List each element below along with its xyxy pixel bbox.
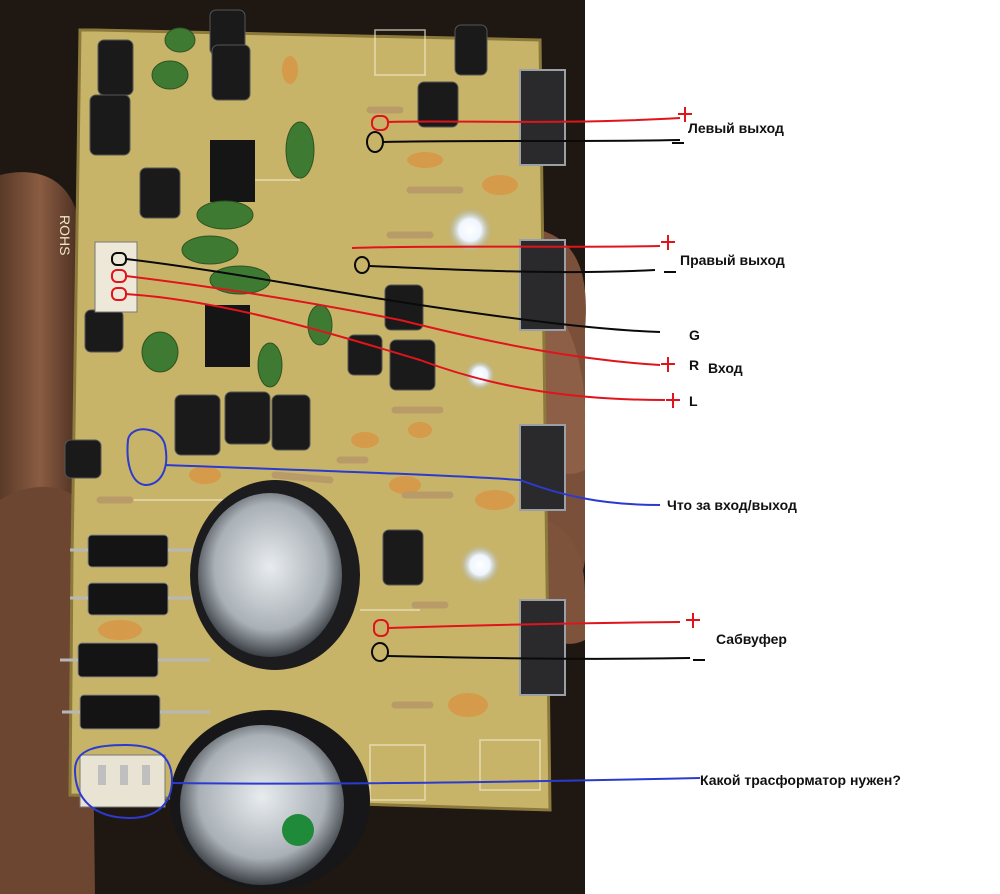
ic-chips xyxy=(205,140,255,367)
plus-glyphs xyxy=(661,107,700,628)
ceramic-capacitors xyxy=(98,56,518,717)
power-connector xyxy=(79,754,166,808)
light-glare xyxy=(448,208,500,585)
transformer-question-label: Какой трасформатор нужен? xyxy=(700,772,901,788)
filter-capacitors xyxy=(170,480,370,890)
rohs-silkscreen: ROHS xyxy=(57,215,73,255)
power-transistors xyxy=(519,69,566,696)
right-output-label: Правый выход xyxy=(680,252,785,268)
rectifier-diodes xyxy=(77,534,169,730)
unknown-connector-label: Что за вход/выход xyxy=(667,497,797,513)
input-right-label: R xyxy=(689,357,700,373)
positive-markings xyxy=(111,115,681,637)
left-output-label: Левый выход xyxy=(688,120,784,136)
ground-markings xyxy=(111,131,705,662)
input-left-label: L xyxy=(689,393,698,409)
subwoofer-label: Сабвуфер xyxy=(716,631,787,647)
small-electrolytic-capacitors xyxy=(64,9,488,586)
resistors xyxy=(96,106,464,709)
input-label: Вход xyxy=(708,360,743,376)
input-ground-label: G xyxy=(689,327,700,343)
question-markings xyxy=(73,428,701,820)
